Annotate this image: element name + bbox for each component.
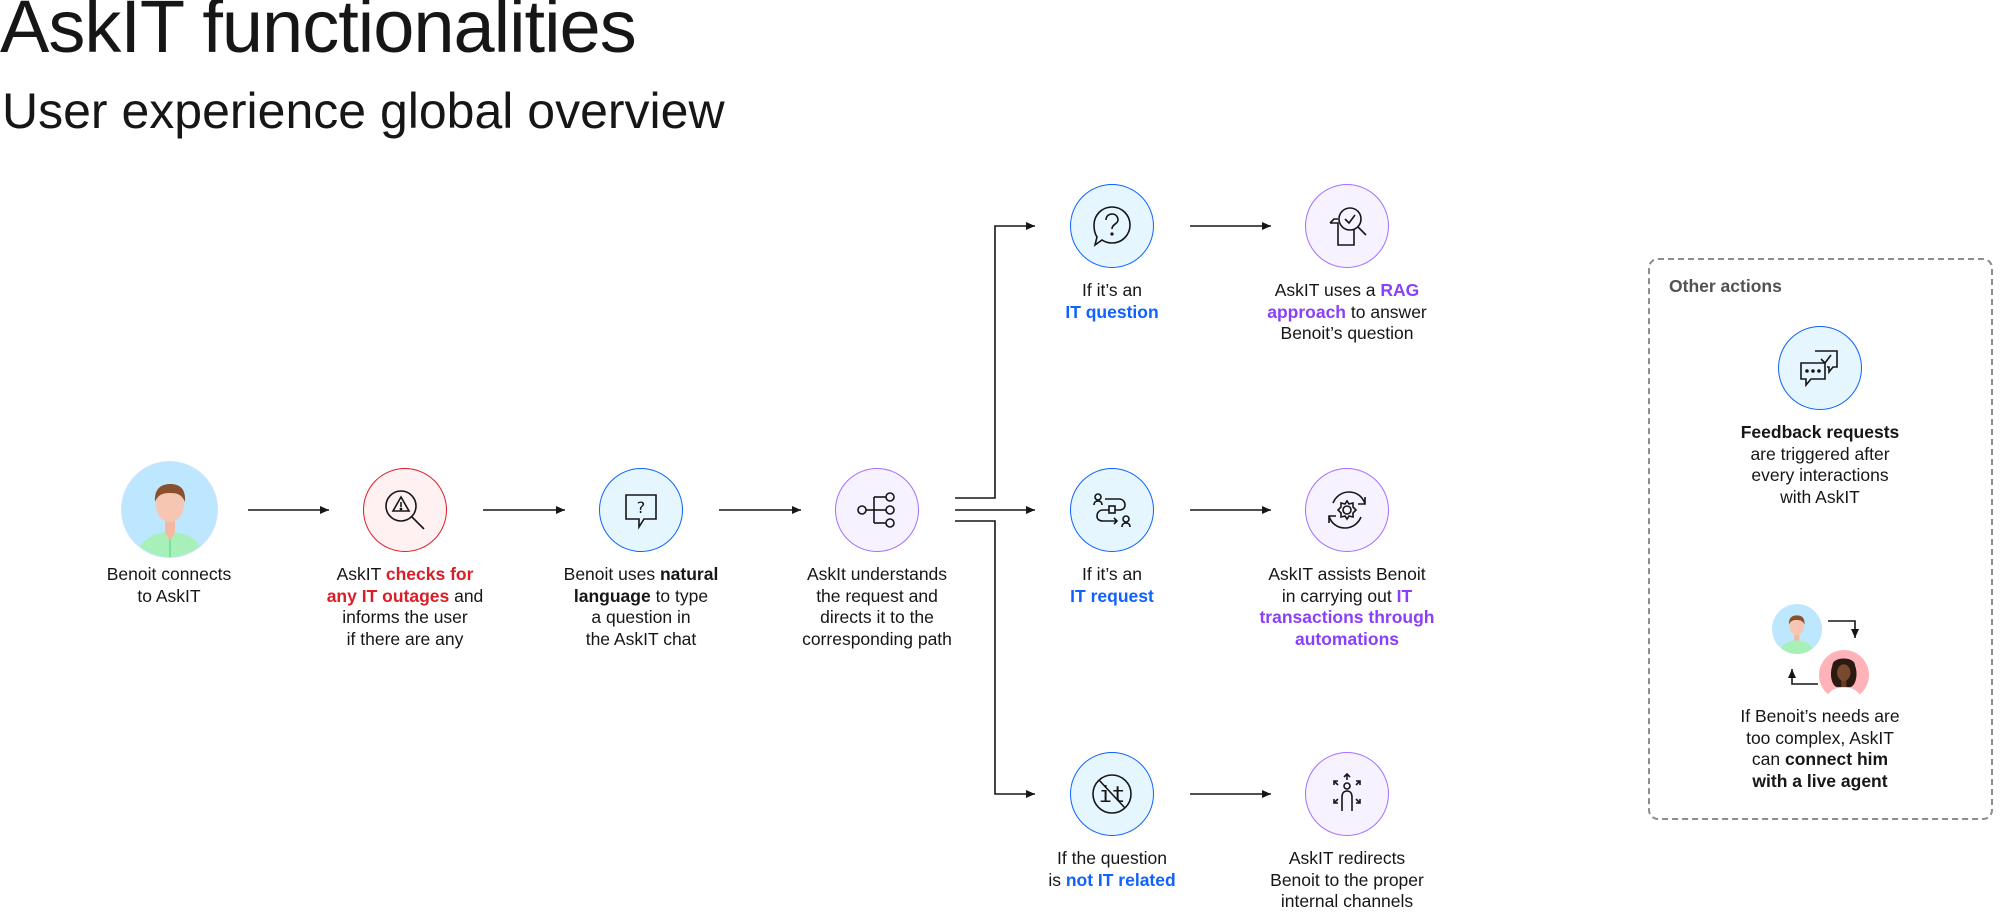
chat-question-icon: ? bbox=[625, 494, 657, 530]
warning-magnifier-icon bbox=[385, 490, 425, 530]
question-mark-icon bbox=[1093, 206, 1131, 247]
caption-outages: AskIT checks for any IT outages and info… bbox=[326, 564, 484, 649]
benoit-small-avatar bbox=[1772, 604, 1822, 654]
it-question-node bbox=[1070, 184, 1154, 268]
caption-not-it: If the question is not IT related bbox=[1048, 848, 1176, 890]
gear-automation-icon bbox=[1328, 491, 1366, 529]
live-agent-avatar bbox=[1819, 650, 1869, 700]
caption-rag: AskIT uses a RAG approach to answer Beno… bbox=[1267, 280, 1427, 343]
caption-assist: AskIT assists Benoit in carrying out IT … bbox=[1259, 564, 1435, 649]
svg-text:it: it bbox=[1099, 783, 1126, 808]
svg-text:?: ? bbox=[637, 498, 646, 517]
other-actions-panel bbox=[1648, 258, 1993, 820]
decision-tree-icon bbox=[857, 492, 895, 528]
feedback-node bbox=[1778, 326, 1862, 410]
document-search-check-icon bbox=[1329, 207, 1367, 246]
not-it-icon: it bbox=[1092, 774, 1132, 814]
outage-check-node bbox=[363, 468, 447, 552]
other-actions-title: Other actions bbox=[1669, 276, 1782, 296]
it-request-node bbox=[1070, 468, 1154, 552]
arrow-branch-not-it bbox=[955, 520, 1035, 798]
automation-node bbox=[1305, 468, 1389, 552]
caption-feedback: Feedback requests are triggered after ev… bbox=[1740, 422, 1900, 507]
workflow-icon bbox=[1093, 493, 1131, 528]
benoit-avatar bbox=[121, 461, 218, 558]
not-it-node: it bbox=[1070, 752, 1154, 836]
caption-live-agent: If Benoit’s needs are too complex, AskIT… bbox=[1740, 706, 1900, 791]
person-directions-icon bbox=[1333, 772, 1361, 811]
routing-node bbox=[835, 468, 919, 552]
chat-feedback-icon bbox=[1800, 350, 1838, 388]
arrow-branch-question bbox=[955, 222, 1035, 499]
page-title: AskIT functionalities bbox=[0, 0, 637, 68]
caption-natural-language: Benoit uses natural language to type a q… bbox=[563, 564, 719, 649]
redirect-node bbox=[1305, 752, 1389, 836]
page-subtitle: User experience global overview bbox=[2, 83, 725, 139]
natural-language-node: ? bbox=[599, 468, 683, 552]
rag-node bbox=[1305, 184, 1389, 268]
